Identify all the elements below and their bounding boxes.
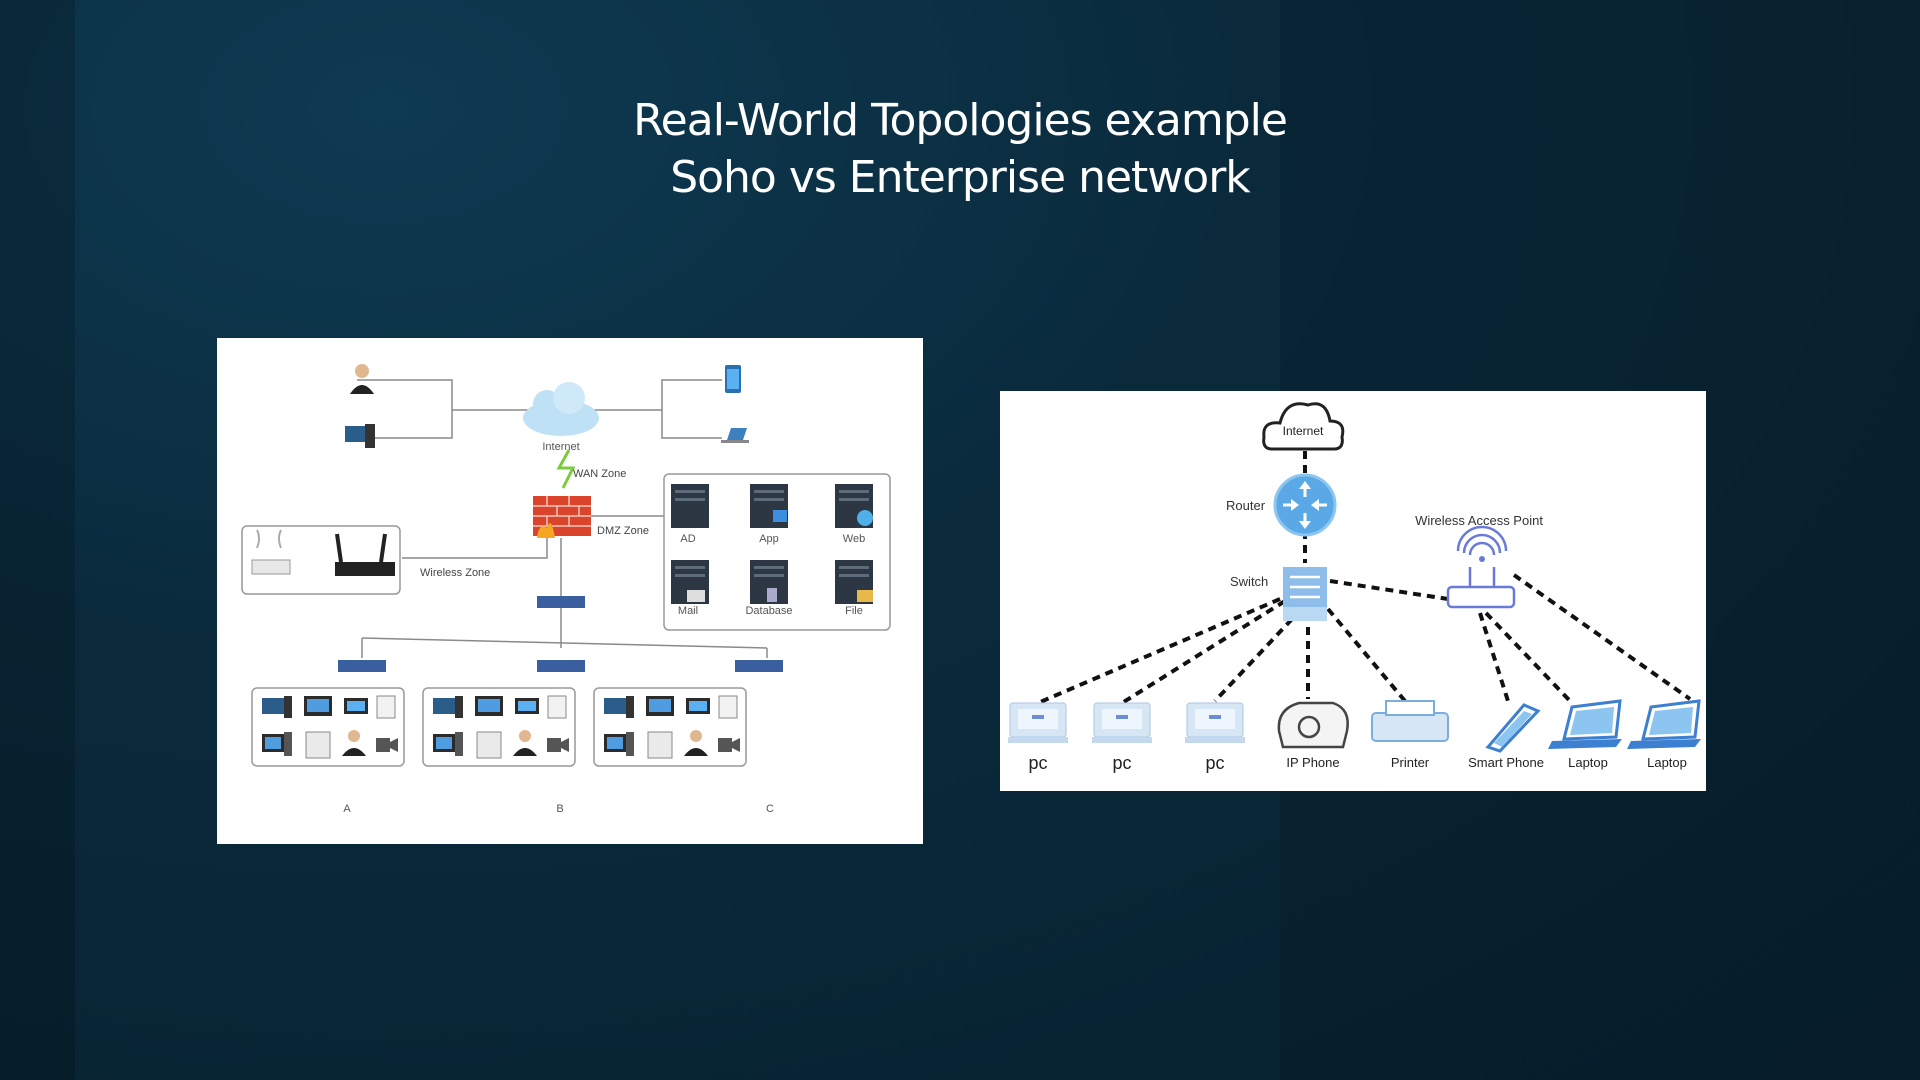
device-pc-2-icon [1185,702,1245,743]
desktop-icon [345,424,375,448]
server-label-database: Database [745,605,792,617]
printer-icon [376,695,396,719]
switch-icon [1283,567,1327,621]
wireless-access-point-icon [1446,525,1516,609]
camera-icon [718,738,732,752]
slide-title: Real-World Topologies example Soho vs En… [0,92,1920,206]
ip-phone-icon [305,731,331,759]
device-pc-1-icon [1092,702,1152,743]
printer-icon [547,695,567,719]
wireless-router-icon [335,533,395,576]
device-label-5: Smart Phone [1468,755,1544,770]
router-label: Router [1226,498,1266,513]
laptop-icon [721,428,749,443]
ip-phone-icon [647,731,673,759]
internet-cloud-icon [523,382,599,436]
main-switch-icon [537,596,585,608]
internet-label: Internet [542,441,579,453]
wap-label: Wireless Access Point [1415,513,1543,528]
device-label-1: pc [1112,753,1131,773]
enterprise-diagram: Internet Router Switch Wi [1000,391,1706,791]
switch-b-icon [537,660,585,672]
device-laptop-7-icon [1627,699,1701,749]
dmz-server-group [663,473,891,631]
endpoint-group-b [422,687,576,767]
group-label-c: C [766,803,774,815]
camera-icon [547,738,561,752]
desktop-icon [262,698,284,714]
server-mail-icon [671,560,709,604]
person-icon [348,730,360,742]
wireless-zone-label: Wireless Zone [420,567,490,579]
server-database-icon [750,560,788,604]
device-label-2: pc [1205,753,1224,773]
endpoint-group-c [593,687,747,767]
title-line-1: Real-World Topologies example [633,95,1288,146]
title-line-2: Soho vs Enterprise network [670,152,1251,203]
server-web-icon [835,484,873,528]
ip-phone-icon [476,731,502,759]
internet-label: Internet [1283,424,1324,438]
device-label-4: Printer [1391,755,1430,770]
group-label-a: A [343,803,351,815]
switch-a-icon [338,660,386,672]
person-icon [690,730,702,742]
desktop-icon [433,698,455,714]
device-laptop-6-icon [1548,699,1622,749]
wan-zone-label: WAN Zone [573,468,626,480]
server-label-app: App [759,533,779,545]
device-label-3: IP Phone [1286,755,1339,770]
person-icon [519,730,531,742]
background-shade-left [0,0,75,1080]
server-label-web: Web [843,533,865,545]
phone-icon [725,365,741,393]
server-label-file: File [845,605,863,617]
device-label-0: pc [1028,753,1047,773]
group-label-b: B [556,803,563,815]
internet-cloud-icon [1262,402,1345,451]
server-file-icon [835,560,873,604]
soho-diagram: Internet WAN Zone DMZ Zone AD App Web Ma… [217,338,923,844]
switch-icons [338,596,783,672]
server-label-mail: Mail [678,605,698,617]
device-smartphone-5-icon [1485,703,1541,753]
device-pc-0-icon [1008,702,1068,743]
desktop-icon [604,698,626,714]
device-label-6: Laptop [1568,755,1608,770]
device-printer-4-icon [1371,700,1449,742]
server-app-icon [750,484,788,528]
device-label-7: Laptop [1647,755,1687,770]
server-label-ad: AD [680,533,695,545]
device-phone-3-icon [1277,701,1349,749]
printer-icon [718,695,738,719]
camera-icon [376,738,390,752]
wireless-zone-group [241,525,401,595]
person-icon [350,364,374,394]
switch-label: Switch [1230,574,1268,589]
router-icon [1273,473,1337,537]
access-point-icon [251,529,291,575]
switch-c-icon [735,660,783,672]
dmz-zone-label: DMZ Zone [597,525,649,537]
server-ad-icon [671,484,709,528]
endpoint-group-a [251,687,405,767]
firewall-icon [533,496,591,538]
